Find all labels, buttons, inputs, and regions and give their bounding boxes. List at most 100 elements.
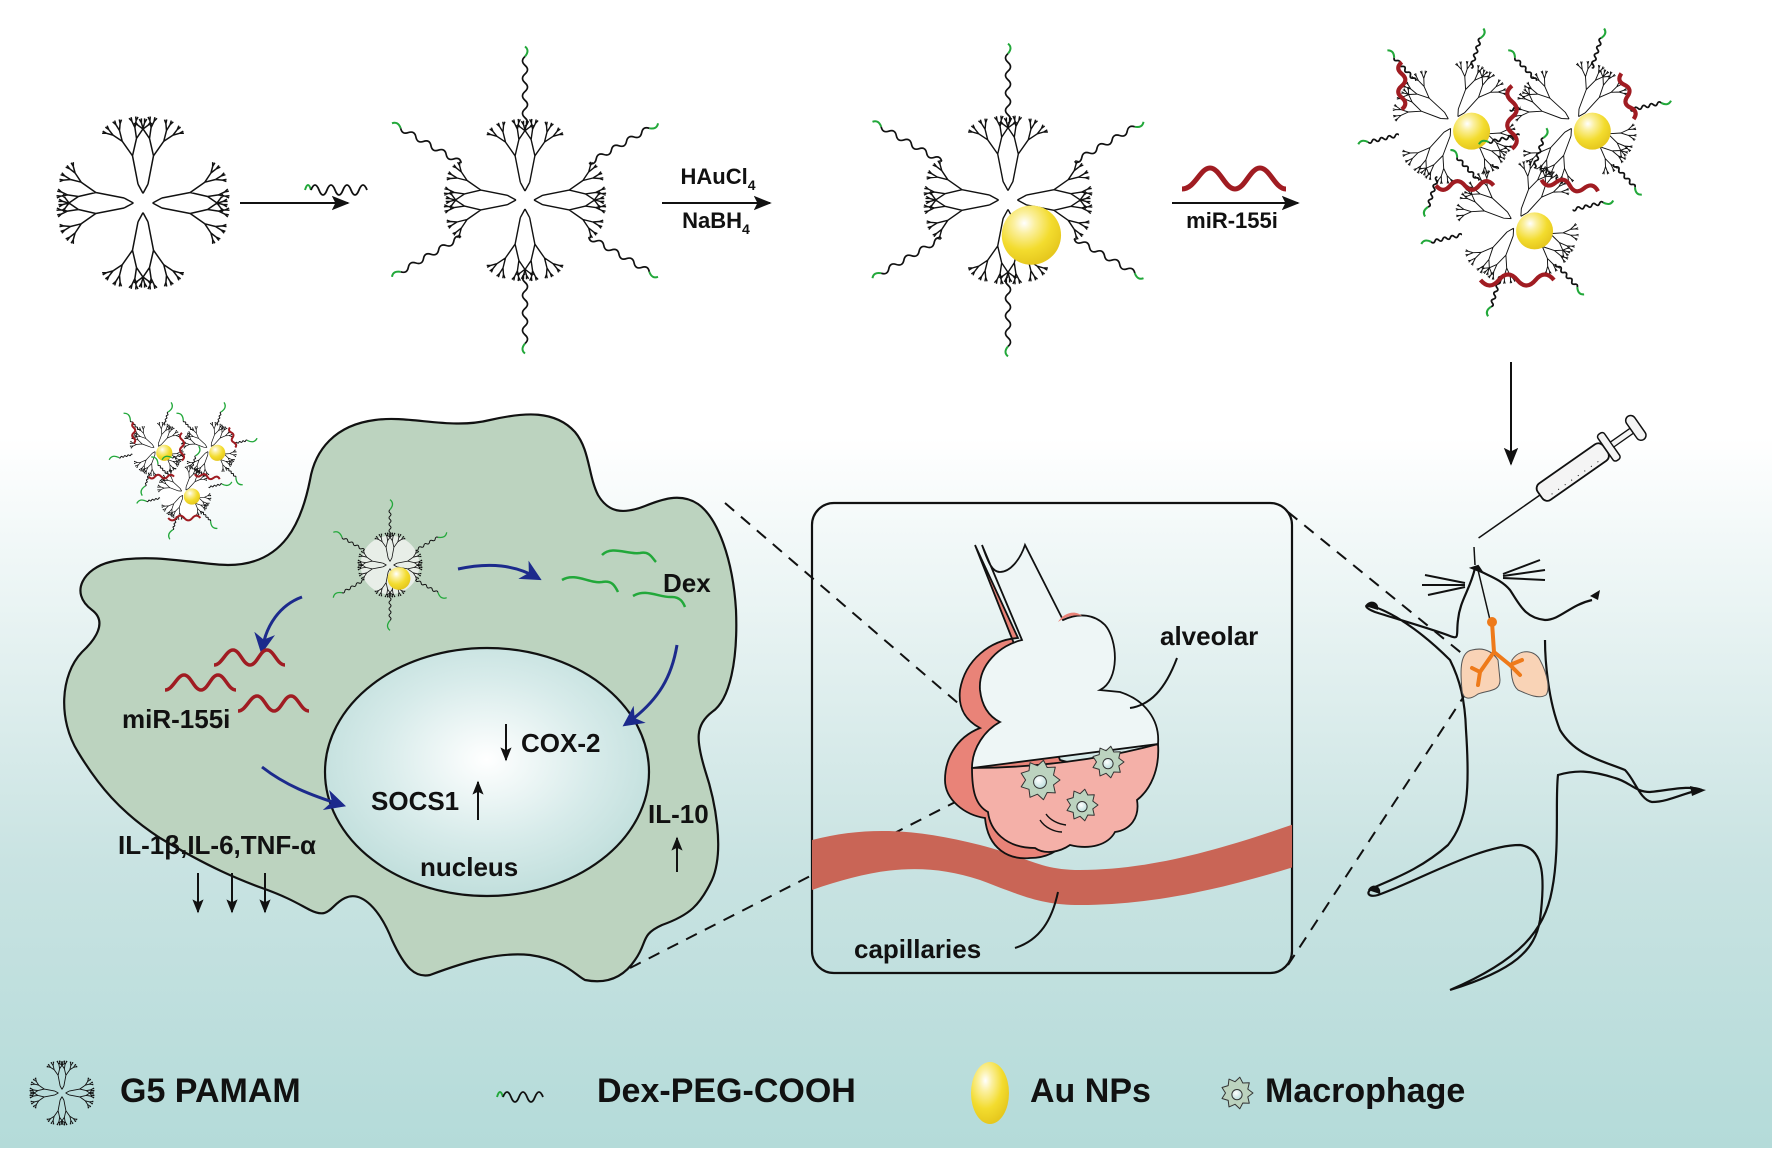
mirna-strand — [1617, 72, 1638, 121]
dex-end — [1357, 139, 1369, 145]
peg-chain — [521, 272, 529, 345]
dendrimer-branches — [923, 115, 1093, 285]
peg-chain — [1004, 275, 1012, 348]
peg-chain — [415, 579, 439, 593]
gold-nanoparticle — [1001, 205, 1062, 265]
dex-end — [871, 271, 882, 279]
mirna-strand — [213, 648, 286, 667]
dex-end — [521, 342, 526, 355]
dendrimer-branches — [56, 116, 230, 290]
dex-strand — [561, 575, 620, 593]
mirna-strand — [237, 694, 310, 713]
mirna-strand — [1396, 60, 1408, 112]
gold-nanoparticle — [1573, 112, 1611, 150]
peg-chain — [1470, 37, 1481, 70]
label-capillaries: capillaries — [854, 934, 981, 964]
mirna-strand — [228, 426, 238, 449]
dex-end — [1485, 305, 1492, 317]
dex-strand — [632, 591, 687, 608]
socs1-regulation: SOCS1 — [371, 780, 484, 820]
dex-end — [386, 619, 391, 631]
peg-chain — [1533, 136, 1544, 170]
peg-chain — [146, 497, 161, 503]
dendrimer-branches — [443, 118, 607, 282]
mirna-strand — [167, 514, 202, 522]
label-dex: Dex — [663, 568, 711, 598]
peg-chain — [118, 453, 133, 459]
dendrimer-body — [131, 424, 182, 474]
legend-gold-nanoparticle-icon — [971, 1062, 1009, 1124]
dex-end — [221, 481, 233, 487]
peg-chain — [1591, 37, 1602, 70]
syringe — [1478, 414, 1647, 539]
dendrimer-body — [1397, 65, 1511, 180]
peg-chain — [587, 236, 651, 273]
label-cytokines: IL-1β,IL-6,TNF-α — [118, 830, 316, 860]
zoom-line-inset-bottom — [1287, 686, 1471, 966]
nucleus — [323, 646, 651, 898]
dendrimer-branches — [357, 532, 423, 598]
dex-end — [333, 531, 343, 538]
label-il10: IL-10 — [648, 799, 709, 829]
dex-end — [1602, 199, 1615, 206]
dex-end — [649, 123, 659, 130]
peg-chain — [400, 235, 462, 274]
gold-nanoparticle — [209, 444, 226, 461]
dex-end — [437, 592, 447, 599]
dex-peg-strand-icon — [304, 184, 312, 191]
dex-end — [136, 499, 147, 504]
dex-end — [1508, 49, 1517, 58]
dendrimer-body — [159, 467, 210, 518]
alveolar-cap — [1058, 612, 1082, 622]
dex-end — [1478, 139, 1490, 145]
alveolus-inset: alveolar capillaries — [810, 501, 1294, 975]
arrow-dex-to-nucleus — [622, 644, 679, 727]
mouse — [1365, 546, 1706, 992]
dex-end — [1007, 42, 1012, 55]
dex-end — [123, 412, 132, 421]
reaction-arrow-2: HAuCl4 NaBH4 — [662, 164, 772, 237]
mirna-strand-icon — [1181, 165, 1287, 192]
cytokine-regulation: IL-1β,IL-6,TNF-α — [118, 830, 316, 914]
mirna-strand — [164, 673, 237, 692]
g5-pamam-dendrimer — [56, 116, 230, 290]
dex-end — [872, 120, 883, 128]
mirna-strand — [194, 473, 221, 481]
nanocomplex-cluster — [1357, 27, 1672, 317]
peg-chain — [1073, 125, 1136, 164]
dex-end — [1542, 127, 1549, 139]
cox2-regulation: COX-2 — [500, 724, 600, 762]
reagent-mir155i: miR-155i — [1186, 208, 1278, 233]
arrow-to-dex — [457, 560, 542, 581]
label-socs1: SOCS1 — [371, 786, 459, 816]
dex-end — [1633, 187, 1642, 196]
macrophage-cell — [63, 413, 738, 983]
dex-end — [209, 521, 218, 530]
trachea-top — [1487, 617, 1497, 627]
peg-chain — [880, 236, 943, 275]
alveolar-macrophages — [1020, 745, 1125, 822]
trachea — [1470, 620, 1524, 687]
mirna-strand — [1478, 272, 1556, 288]
reaction-arrow-1 — [240, 184, 368, 211]
peg-chain — [341, 537, 365, 551]
dendrimer-branches — [29, 1060, 95, 1126]
fluid-mark — [1039, 813, 1067, 833]
peg-chain — [1571, 200, 1604, 212]
label-alveolar: alveolar — [1160, 621, 1258, 651]
legend-macrophage-icon — [1221, 1076, 1254, 1110]
dendrimer-body — [931, 123, 1085, 277]
dendrimer-body — [1518, 65, 1632, 180]
macrophage-nucleus — [1231, 1088, 1243, 1101]
dex-molecules — [561, 549, 687, 608]
dendrimer-body — [1460, 165, 1574, 279]
internalized-dendrimer — [332, 499, 448, 631]
plunger-thumb — [1624, 414, 1647, 442]
alveolar-airway — [971, 542, 1159, 770]
label-cox2: COX-2 — [521, 728, 600, 758]
dex-end — [1387, 49, 1396, 58]
reagent-hauclu4: HAuCl4 — [680, 164, 755, 193]
peg-chain — [233, 439, 248, 445]
dex-end — [437, 532, 448, 539]
